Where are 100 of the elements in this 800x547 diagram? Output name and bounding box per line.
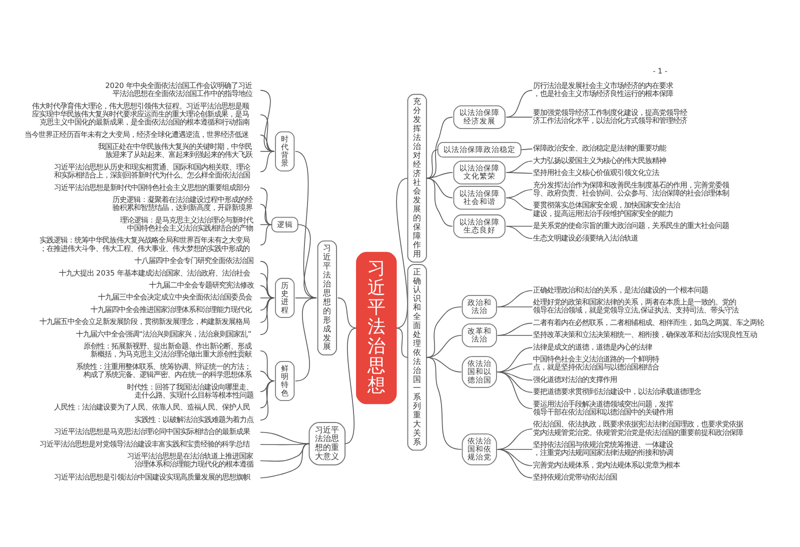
node-text: 习近平法治思想是新时代中国特色社会主义思想的重要组成部分 — [54, 182, 250, 192]
node-text: 习近平法治思想从历史和现实相贯通、国际和国内相关联、理论和实际相结合上，深刻回答新时代为什么、怎么样全面依法治国 — [54, 162, 250, 180]
label: - 1 - — [652, 66, 668, 76]
connector — [506, 226, 533, 239]
connector — [506, 90, 533, 118]
connector — [260, 350, 275, 382]
connector — [260, 224, 272, 246]
connector — [496, 290, 533, 308]
node-text: 是关系党的使命宗旨的重大政治问题，关系民生的重大社会问题 — [533, 221, 730, 230]
node-text: 我国正处在中华民族伟大复兴的关键时期，中华民族迎来了从站起来、富起来到强起来的伟大飞跃 — [98, 142, 252, 160]
node-text: 历史逻辑：凝聚着在法治建设过程中形成的经验积累和智慧结晶，达到新高度，开辟新境界 — [112, 195, 253, 212]
connector — [294, 298, 317, 382]
node-text: 十九大提出 2035 年基本建成法治国家、法治政府、法治社会 — [58, 268, 250, 278]
connector — [426, 334, 462, 358]
node-box: 习近平法治思想的形成发展 — [317, 240, 337, 356]
node-text: 人民性：法治建设要为了人民、依靠人民、造福人民、保护人民 — [54, 402, 250, 412]
node-text: 习近平法治思想是在法治轨道上推进国家治理体系和治理能力现代化的根本遵循 — [127, 451, 254, 469]
connector — [506, 197, 533, 210]
connector — [496, 334, 533, 336]
node-text: 系统性：注重用整体联系、统筹协调、辩证统一的方法；构成了系统完备、逻辑严密、内在统一的科学思想体系 — [76, 362, 252, 380]
node-text: 完善党内法规体系，党内法规体系以党章为根本 — [533, 460, 680, 470]
connector — [260, 150, 275, 152]
node-text: 强化道德对法治的支撑作用 — [533, 374, 618, 384]
node-text: 充分发挥法治作为保障和改善民生制度基石的作用，完善党委领导、政府负责、社会协同、公众参与、法治保障的社会治理体制 — [533, 180, 730, 198]
node-text: 正确处理政治和法治的关系，是法治建设的一个根本问题 — [533, 285, 708, 294]
connector — [260, 285, 275, 298]
node-text: 坚持依规治党带动依法治国 — [533, 472, 618, 482]
connector — [496, 372, 533, 410]
node-text: 十九届三中全会决定成立中央全面依法治国委员会 — [98, 292, 252, 302]
node-text: 坚持改革决策和立法决策相统一、相衔接，确保改革和法治实现良性互动 — [533, 330, 758, 340]
node-text: 十九届五中全会立足新发展阶段，贯彻新发展理念，构建新发展格局 — [39, 317, 250, 326]
connector — [260, 90, 275, 152]
connector — [496, 448, 533, 478]
node-text: 要把道德要求贯彻到法治建设中，以法治承载道德理念 — [533, 387, 702, 396]
node-text: 要贯彻落实总体国家安全观，加快国家安全法治建设，提高运用法治手段维护国家安全的能力 — [533, 200, 680, 218]
connector — [506, 172, 533, 174]
connector — [260, 204, 272, 226]
node-text: 2020 年中央全面依法治国工作会议明确了习近平法治思想在全面依法治国工作中的指导地位 — [105, 81, 253, 98]
connector — [260, 370, 275, 382]
connector — [506, 160, 533, 173]
connector — [260, 298, 275, 335]
connector — [260, 114, 275, 152]
connector — [426, 356, 462, 450]
connector — [294, 150, 317, 298]
node-text: 习近平法治思想是引领法治中国建设实现高质量发展的思想旗帜 — [54, 472, 250, 482]
node-text: 大力弘扬以爱国主义为核心的伟大民族精神 — [533, 156, 666, 165]
connector — [260, 188, 272, 226]
node-box: 充分发挥法治对经济社会发展的保障作用 — [407, 94, 427, 263]
connector — [506, 189, 533, 198]
node-text: 十八届四中全会专门研究全面依法治国 — [134, 256, 254, 266]
connector — [337, 298, 357, 328]
node-text: 习近平法治思想是对党领导法治建设丰富实践和宝贵经验的科学总结 — [39, 439, 250, 448]
connector — [426, 172, 453, 179]
connector — [396, 328, 408, 358]
connector — [426, 178, 453, 227]
node-text: 十九届六中全会强调“法治兴则国家兴，法治衰则国家乱” — [76, 329, 252, 338]
node-text: 处理好党的政策和国家法律的关系，两者在本质上是一致的。党的领导在法治领域，就是党领导立法,保证执法、支持司法、带头守法 — [533, 298, 738, 315]
node-box: 习近平法治思想的重大意义 — [308, 422, 346, 466]
connector — [260, 260, 275, 298]
node-text: 依法治国、依法执政，既要求依据宪法法律治国理政，也要求党依据党内法规管党治党。依规管党治党是依法治国的重要前提和政治保障 — [533, 420, 744, 437]
node-text: 实践性：以破解法治实践难题为着力点 — [134, 414, 254, 424]
connector — [260, 380, 275, 408]
connector — [426, 306, 462, 358]
connector — [260, 380, 275, 420]
connector — [260, 443, 310, 478]
connector — [426, 149, 438, 179]
connector — [496, 347, 533, 372]
connector — [520, 148, 533, 150]
node-text: 要加强党领导经济工作制度化建设，提高党领导经济工作法治化水平，以法治化方式领导和管理经济 — [533, 108, 688, 126]
connector — [260, 298, 275, 311]
node-text: 习近平法治思想是马克思法治理论同中国实际相结合的最新成果 — [54, 427, 250, 436]
connector — [344, 328, 357, 444]
node-text: 实践逻辑：统筹中华民族伟大复兴战略全局和世界百年未有之大变局；在推进伟大斗争、伟大工程、伟大事业、伟大梦想的实践中形成的 — [39, 236, 250, 253]
connector — [260, 150, 275, 172]
connector — [496, 322, 533, 336]
node-text: 当今世界正经历百年未有之大变局，经济全球化遭遇逆流，世界经济低迷 — [24, 130, 249, 139]
node-text: 保障政治安全、政治稳定是法律的重要功能 — [533, 144, 666, 153]
node-text: 厉行法治是发展社会主义市场经济的内在要求，也是社会主义市场经济良性运行的根本保障 — [533, 81, 674, 98]
node-text: 原创性：拓展新视野、提出新命题、作出新论断、形成新概括，为马克思主义法治理论做出重大原创性贡献 — [83, 342, 252, 359]
connector — [260, 298, 275, 323]
node-text: 生态文明建设必须要纳入法治轨道 — [533, 233, 638, 242]
node-box: 习近平法治思想 — [356, 252, 397, 404]
connector — [496, 306, 533, 308]
connector — [260, 432, 310, 444]
connector — [260, 224, 272, 226]
connector — [396, 178, 408, 328]
node-text: 十九届二中全会专题研究宪法修改 — [149, 280, 254, 290]
node-text: 伟大时代孕育伟大理论，伟大思想引领伟大征程。习近平法治思想是顺应实现中华民族伟大复兴时代要求应运而生的重大理论创新成果，是马克思主义中国化的最新成果，是全面依法治国的根本遵循和行动指南 — [32, 101, 250, 127]
node-text: 要运用法治手段解决道德领域突出问题，发挥领导干部在依法治国和以德治国中的关键作用 — [533, 399, 674, 417]
node-box: 正确认识和全面处理依法治国一系列重大关系 — [407, 264, 427, 451]
connector — [506, 116, 533, 118]
connector — [260, 134, 275, 152]
node-text: 二者有着内在必然联系，二者相辅相成、相伴而生，如鸟之两翼、车之两轮 — [533, 318, 764, 327]
connector — [260, 273, 275, 298]
node-text: 时代性：回答了我国法治建设向哪里走、走什么路、实现什么目标等根本性问题 — [127, 382, 254, 400]
node-text: 坚持用社会主义核心价值观引领文化立法 — [533, 168, 660, 178]
node-text: 十九届四中全会推进国家治理体系和治理能力现代化 — [90, 304, 252, 314]
node-text: 法律是成文的道德，道德是内心的法律 — [533, 342, 652, 352]
connector — [496, 372, 533, 393]
connector — [426, 116, 453, 179]
